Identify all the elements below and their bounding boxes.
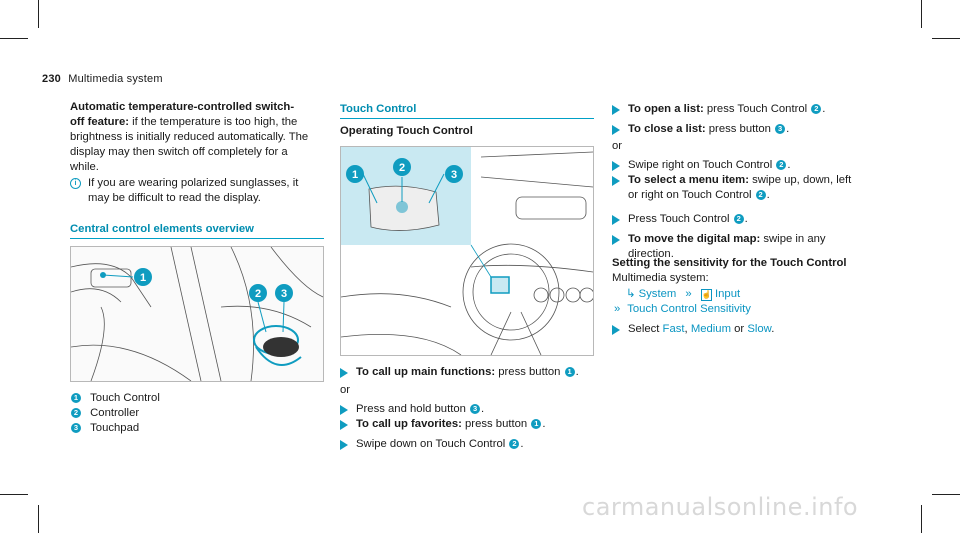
setting-title: Setting the sensitivity for the Touch Co… <box>612 257 847 269</box>
temperature-paragraph: Automatic temperature-controlled switch-… <box>70 100 330 175</box>
section-title-central: Central control elements overview <box>70 223 254 235</box>
callout-number: 2 <box>755 190 766 201</box>
arrow-icon <box>612 161 620 171</box>
figure-touch-control: 2 1 3 <box>340 146 594 356</box>
arrow-icon <box>612 215 620 225</box>
note-line: If you are wearing polarized sunglasses,… <box>88 177 299 189</box>
menu-path-line-1: ↳ System » ☝ Input <box>626 287 740 302</box>
crop-mark <box>0 38 28 39</box>
section-name: Multimedia system <box>68 73 163 85</box>
arrow-return-icon: ↳ <box>626 288 636 300</box>
callout-number: 1 <box>531 419 542 430</box>
arrow-icon <box>340 420 348 430</box>
crop-mark <box>38 0 39 28</box>
info-icon: i <box>70 178 81 189</box>
menu-item-input[interactable]: Input <box>715 288 741 300</box>
para-line: brightness is initially reduced automati… <box>70 131 309 143</box>
para-line: off feature: if the temperature is too h… <box>70 116 298 128</box>
crop-mark <box>932 494 960 495</box>
callout-number: 3 <box>470 404 481 415</box>
page-number: 230 <box>42 73 61 85</box>
menu-path-line-2: » Touch Control Sensitivity <box>614 302 751 317</box>
figure-central-controls: 1 2 3 <box>70 246 324 382</box>
legend-label: Controller <box>90 407 140 419</box>
setting-path-intro: Multimedia system: <box>612 272 709 284</box>
menu-item-system[interactable]: System <box>638 288 677 300</box>
legend-item: 2 Controller <box>70 406 320 421</box>
touch-hand-icon: ☝ <box>700 289 712 301</box>
crop-mark <box>932 38 960 39</box>
arrow-icon <box>612 325 620 335</box>
section-rule <box>340 118 594 119</box>
svg-text:1: 1 <box>140 272 146 284</box>
legend-item: 3 Touchpad <box>70 421 320 436</box>
legend-item: 1 Touch Control <box>70 391 320 406</box>
callout-number: 2 <box>71 408 81 419</box>
callout-number: 2 <box>811 104 822 115</box>
callout-number: 2 <box>733 214 744 225</box>
svg-text:2: 2 <box>399 162 405 174</box>
note: i If you are wearing polarized sunglasse… <box>70 176 330 206</box>
arrow-icon <box>340 368 348 378</box>
subheading-operating: Operating Touch Control <box>340 125 473 137</box>
arrow-icon <box>612 235 620 245</box>
legend-label: Touch Control <box>90 392 160 404</box>
svg-text:1: 1 <box>352 169 358 181</box>
note-line: may be difficult to read the display. <box>88 192 261 204</box>
double-chevron-icon: » <box>614 303 621 315</box>
legend-label: Touchpad <box>90 422 140 434</box>
left-column: Automatic temperature-controlled switch-… <box>70 100 330 206</box>
or-text: or <box>612 140 623 152</box>
option-fast[interactable]: Fast <box>662 323 685 335</box>
callout-number: 3 <box>71 423 81 434</box>
double-chevron-icon: » <box>685 288 692 300</box>
arrow-icon <box>612 125 620 135</box>
callout-number: 2 <box>776 160 787 171</box>
crop-mark <box>0 494 28 495</box>
arrow-icon <box>340 405 348 415</box>
menu-item-sensitivity[interactable]: Touch Control Sensitivity <box>627 303 751 315</box>
option-slow[interactable]: Slow <box>747 323 772 335</box>
para-line: Automatic temperature-controlled switch- <box>70 101 295 113</box>
crop-mark <box>38 505 39 533</box>
callout-number: 2 <box>509 439 520 450</box>
page-header: 230 Multimedia system <box>42 72 163 87</box>
para-line: while. <box>70 161 99 173</box>
svg-text:3: 3 <box>281 288 287 300</box>
arrow-icon <box>612 176 620 186</box>
legend: 1 Touch Control 2 Controller 3 Touchpad <box>70 391 320 436</box>
central-controls-drawing: 1 2 3 <box>71 247 323 381</box>
svg-text:3: 3 <box>451 169 457 181</box>
para-line: display may then switch off completely f… <box>70 146 288 158</box>
callout-number: 1 <box>71 393 81 404</box>
crop-mark <box>921 0 922 28</box>
callout-number: 3 <box>775 124 786 135</box>
callout-number: 1 <box>564 367 575 378</box>
touch-control-drawing: 2 1 3 <box>341 147 593 355</box>
arrow-icon <box>612 105 620 115</box>
option-medium[interactable]: Medium <box>690 323 731 335</box>
arrow-icon <box>340 440 348 450</box>
section-rule <box>70 238 324 239</box>
or-text: or <box>340 384 351 396</box>
section-title-touch: Touch Control <box>340 103 417 115</box>
watermark: carmanualsonline.info <box>582 493 859 521</box>
crop-mark <box>921 505 922 533</box>
svg-text:2: 2 <box>255 288 261 300</box>
